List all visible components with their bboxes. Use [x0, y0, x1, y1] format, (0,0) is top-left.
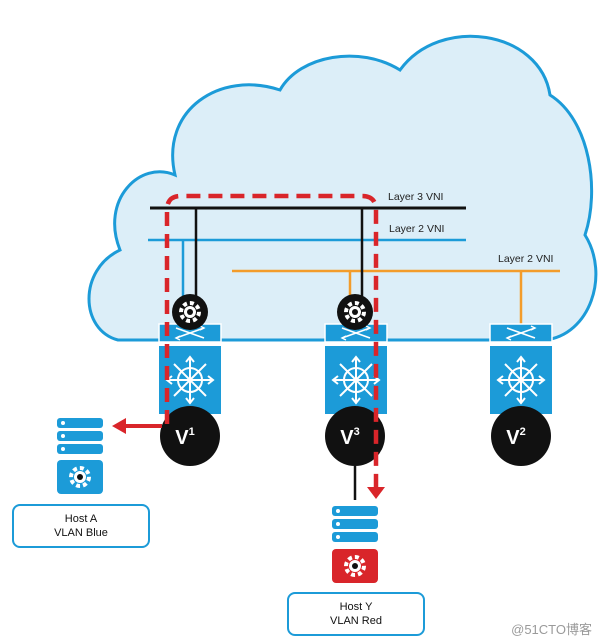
v3-switch-body — [325, 346, 387, 414]
vtep-v1: V1 — [160, 406, 220, 466]
host-a-server-icon — [57, 418, 103, 454]
path-arrow-left-icon — [112, 418, 126, 434]
layer3-vni-label: Layer 3 VNI — [388, 191, 443, 203]
vtep-v2: V2 — [491, 406, 551, 466]
svg-text:V3: V3 — [340, 426, 359, 449]
v1-gear-icon — [172, 294, 208, 330]
host-y-label-box: Host Y VLAN Red — [287, 592, 425, 636]
vtep-v3: V3 — [325, 406, 385, 466]
layer2-vni-label-orange: Layer 2 VNI — [498, 253, 553, 265]
v3-gear-icon — [337, 294, 373, 330]
v2-switch-cap — [489, 323, 553, 343]
watermark: @51CTO博客 — [511, 622, 592, 637]
overlay-cloud — [87, 34, 598, 342]
host-a-label-box: Host A VLAN Blue — [12, 504, 150, 548]
host-y-vm-icon — [332, 549, 378, 583]
host-a-vm-icon — [57, 460, 103, 494]
host-y-vlan: VLAN Red — [330, 615, 382, 627]
svg-text:V2: V2 — [506, 426, 525, 449]
v2-switch-body — [490, 346, 552, 414]
host-a-name: Host A — [64, 513, 98, 525]
host-y-name: Host Y — [339, 601, 373, 613]
v1-switch-body — [159, 346, 221, 414]
layer2-vni-label-blue: Layer 2 VNI — [389, 223, 444, 235]
host-y-server-icon — [332, 506, 378, 542]
path-arrow-down-icon — [367, 487, 385, 499]
svg-text:V1: V1 — [175, 426, 194, 449]
host-a-vlan: VLAN Blue — [54, 527, 108, 539]
